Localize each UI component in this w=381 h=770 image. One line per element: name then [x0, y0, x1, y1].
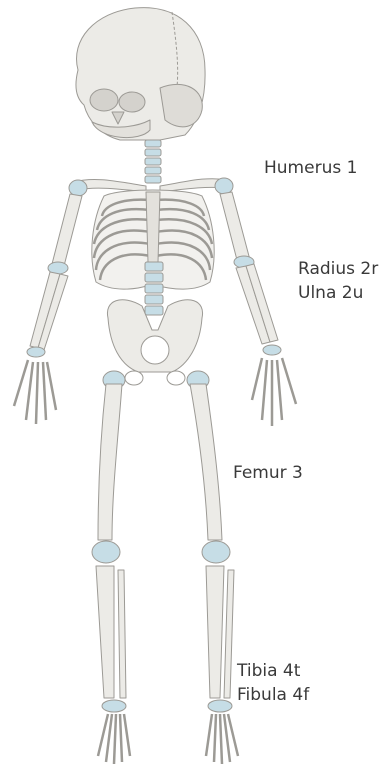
label-humerus: Humerus 1: [264, 157, 357, 179]
label-fibula: Fibula 4f: [237, 684, 309, 706]
left-knee: [92, 541, 120, 563]
label-femur: Femur 3: [233, 462, 303, 484]
label-tibia: Tibia 4t: [237, 660, 300, 682]
label-radius: Radius 2r: [298, 258, 378, 280]
cervical-spine: [145, 140, 161, 183]
label-ulna: Ulna 2u: [298, 282, 363, 304]
skull: [76, 8, 205, 140]
left-foot: [98, 714, 130, 764]
right-femur: [190, 384, 222, 540]
left-femur: [98, 384, 122, 540]
right-shoulder-joint: [215, 178, 233, 194]
left-lower-leg: [96, 566, 126, 712]
left-shoulder-joint: [69, 180, 87, 196]
right-lower-leg: [206, 566, 234, 712]
left-arm: [14, 194, 82, 424]
right-foot: [206, 714, 238, 764]
right-arm: [220, 192, 296, 426]
lumbar-spine: [145, 262, 163, 315]
right-knee: [202, 541, 230, 563]
